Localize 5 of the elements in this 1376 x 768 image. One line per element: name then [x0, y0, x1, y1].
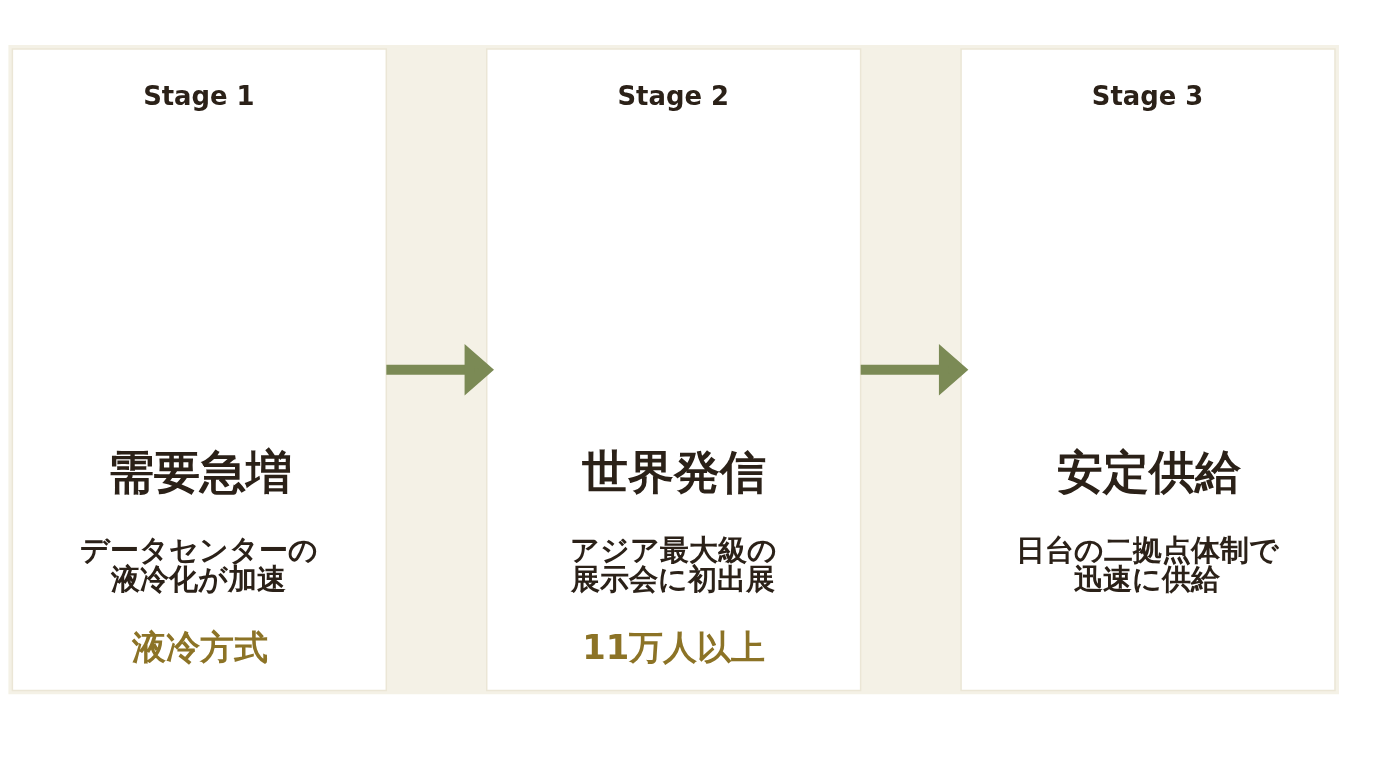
- arrow: [386, 343, 494, 396]
- node-box: Stage 1 需要急増 データセンターの液冷化が加速 液冷方式: [11, 48, 388, 692]
- node-box: Stage 2 世界発信 アジア最大級の展示会に初出展 11万人以上: [486, 48, 862, 692]
- arrow: [860, 343, 969, 396]
- node-box: Stage 3 安定供給 日台の二拠点体制で迅速に供給: [960, 48, 1336, 692]
